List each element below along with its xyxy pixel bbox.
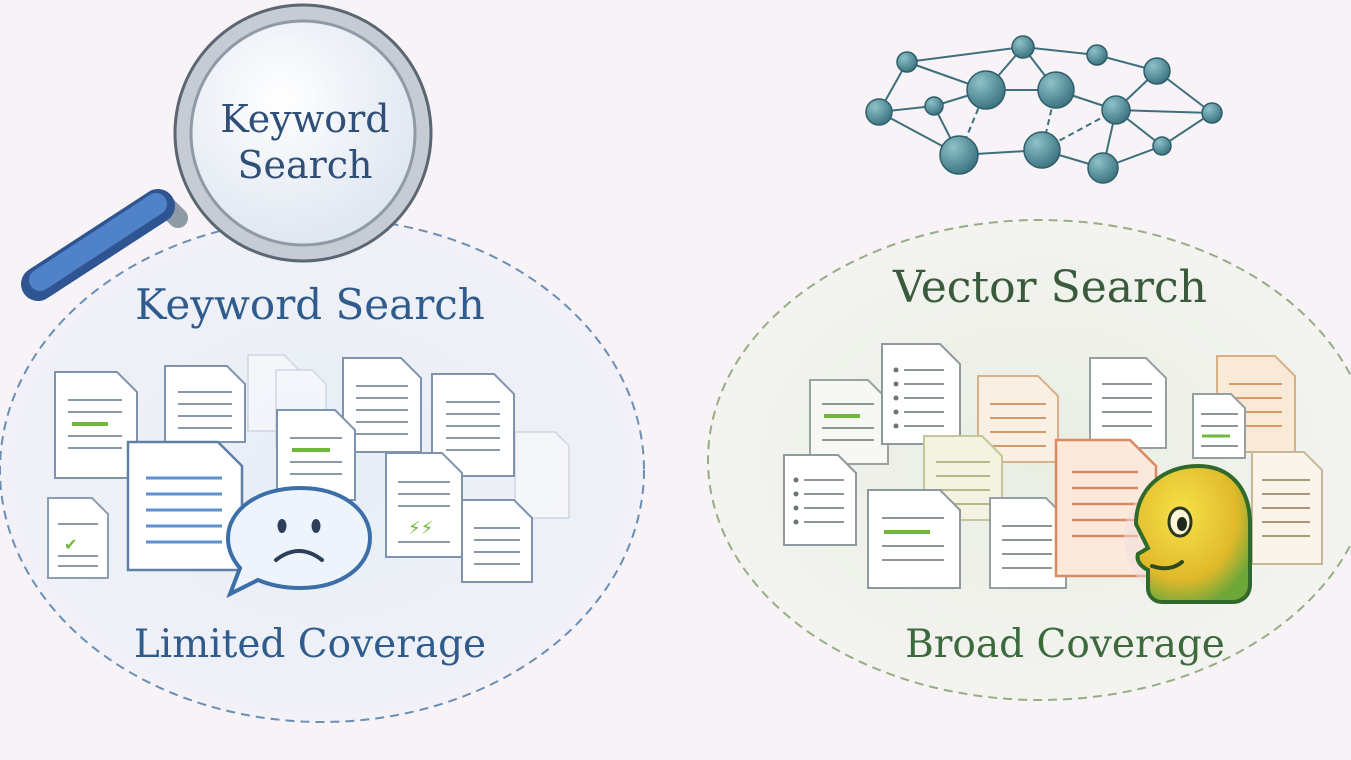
broad-coverage-caption: Broad Coverage [905, 622, 1225, 667]
network-node [1201, 102, 1223, 124]
document-icon [867, 489, 961, 589]
network-node [1101, 95, 1131, 125]
network-node [1023, 131, 1061, 169]
network-node [966, 70, 1006, 110]
limited-coverage-caption: Limited Coverage [133, 622, 487, 667]
document-icon [1089, 357, 1167, 449]
vector-documents [783, 343, 1323, 589]
network-node [896, 51, 918, 73]
document-icon [514, 431, 570, 519]
network-node [1087, 152, 1119, 184]
network-node [1011, 35, 1035, 59]
lens-title: Keyword Search [220, 97, 390, 187]
document-icon [989, 497, 1067, 589]
network-node [924, 96, 944, 116]
document-icon [881, 343, 961, 445]
network-node [1037, 71, 1075, 109]
sad-speech-bubble-icon [225, 485, 373, 599]
document-icon [276, 409, 356, 501]
network-node [1143, 57, 1171, 85]
network-nodes [865, 35, 1223, 184]
network-node [1086, 44, 1108, 66]
keyword-search-heading: Keyword Search [135, 280, 485, 329]
svg-text:✔: ✔ [64, 535, 77, 554]
network-node [939, 135, 979, 175]
network-node [1152, 136, 1172, 156]
document-icon [783, 454, 857, 546]
magnifier-icon [21, 3, 433, 301]
document-icon [47, 497, 109, 579]
keyword-documents: ⚡⚡ ✔ [47, 354, 570, 583]
svg-text:⚡⚡: ⚡⚡ [408, 518, 433, 539]
network-node [865, 98, 893, 126]
document-icon [809, 379, 889, 465]
smiling-face-icon [1124, 463, 1252, 604]
vector-search-heading: Vector Search [892, 262, 1208, 313]
document-icon [126, 440, 244, 572]
